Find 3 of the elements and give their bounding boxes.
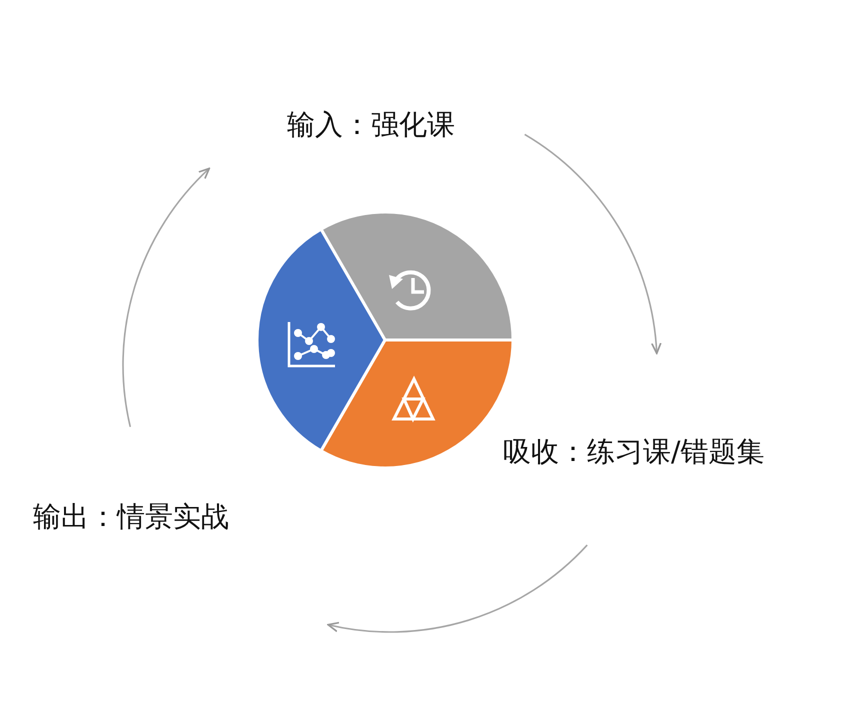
stage-label: 输出：情景实战: [33, 500, 229, 534]
stage-label: 吸收：练习课/错题集: [503, 435, 764, 469]
stage-label: 输入：强化课: [287, 108, 455, 142]
